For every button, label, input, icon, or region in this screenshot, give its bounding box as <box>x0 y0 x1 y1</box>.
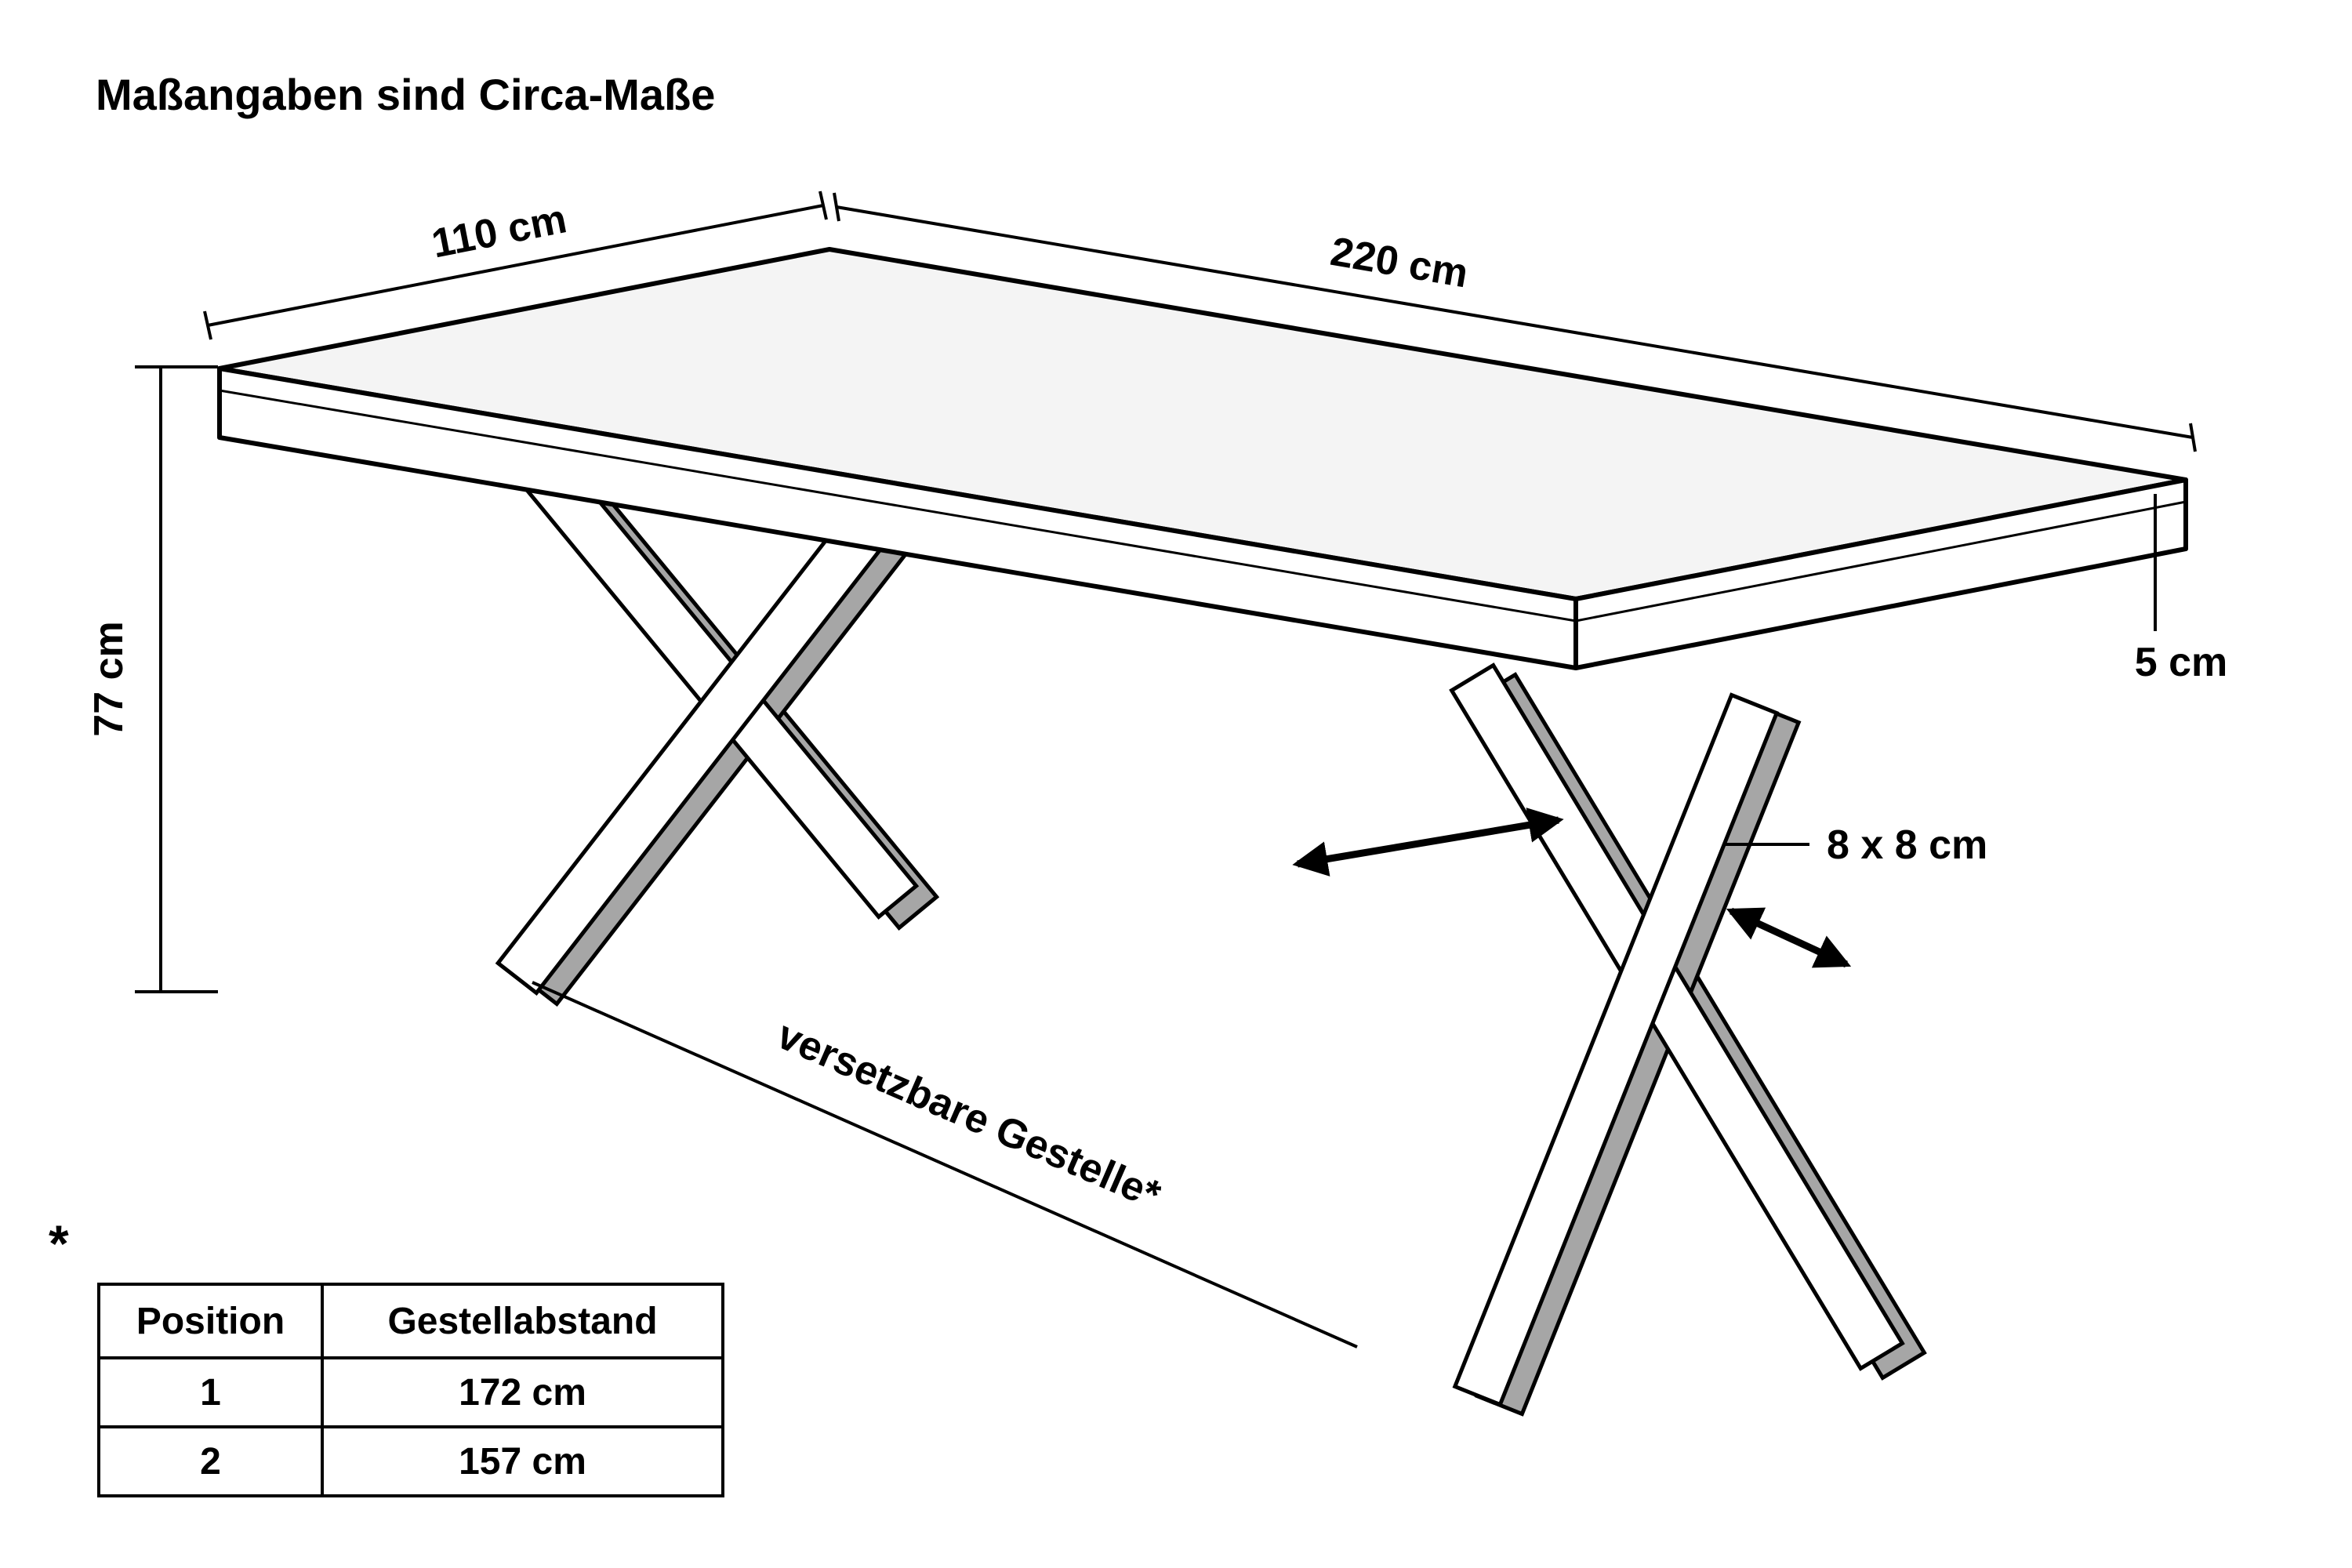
table-row: 1 172 cm <box>97 1356 724 1428</box>
table-row: 2 157 cm <box>97 1425 724 1497</box>
length-dimension <box>833 192 2197 452</box>
frame-distance-table: Position Gestellabstand 1 172 cm 2 157 c… <box>97 1283 724 1497</box>
tabletop-front-right-face <box>1573 477 2188 670</box>
movement-arrow-upper <box>1292 808 1564 877</box>
thickness-label: 5 cm <box>2135 640 2228 685</box>
frame-distance-line <box>532 981 1358 1348</box>
distance-value: 157 cm <box>321 1425 724 1497</box>
footnote-asterisk: * <box>49 1214 69 1272</box>
page-title: Maßangaben sind Circa-Maße <box>96 70 716 119</box>
length-label: 220 cm <box>1327 229 1472 297</box>
distance-value: 172 cm <box>321 1356 724 1428</box>
movement-arrows <box>1292 808 1852 968</box>
right-x-leg <box>1449 662 1927 1417</box>
leg-profile-label: 8 x 8 cm <box>1827 822 1987 868</box>
height-dimension <box>135 365 218 993</box>
col-header-position: Position <box>97 1283 324 1359</box>
height-label: 77 cm <box>86 621 132 736</box>
table-header-row: Position Gestellabstand <box>97 1283 724 1359</box>
position-value: 1 <box>97 1356 324 1428</box>
width-label: 110 cm <box>428 196 570 267</box>
movement-arrow-lower <box>1726 907 1852 968</box>
width-dimension <box>203 191 828 340</box>
col-header-gestellabstand: Gestellabstand <box>321 1283 724 1359</box>
edge-bevel-line-left <box>219 389 1577 622</box>
edge-bevel-line-right <box>1575 500 2187 622</box>
position-value: 2 <box>97 1425 324 1497</box>
tabletop <box>217 247 2188 670</box>
